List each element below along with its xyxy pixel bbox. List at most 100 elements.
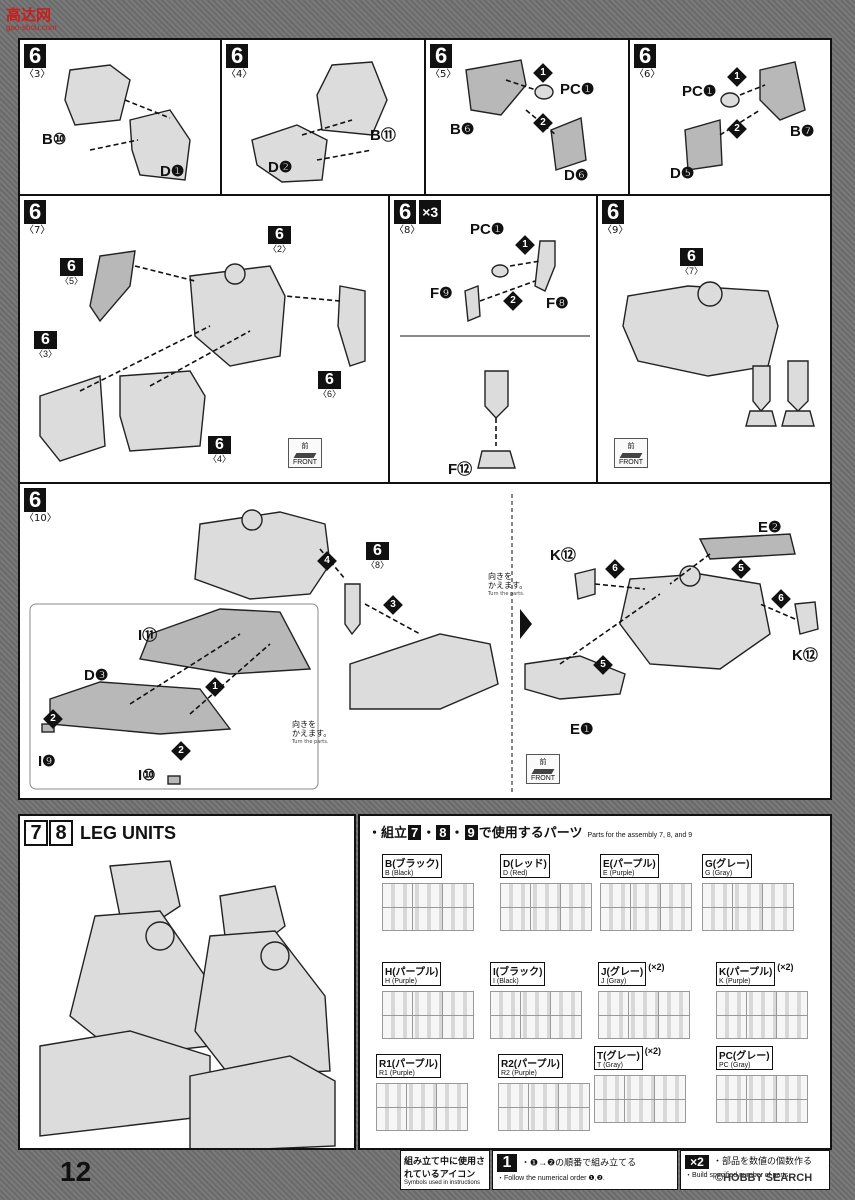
part-label: E❷ [758,519,782,536]
step-order-1: 1 [728,68,746,86]
part-label: B⑩ [42,131,67,148]
part-label: I⑪ [138,627,158,644]
leg-units-title: LEG UNITS [80,822,177,843]
step-order-5: 5 [732,560,750,578]
step-badge: 6〈4〉 [226,43,253,80]
step-badge: 6〈10〉 [24,487,57,524]
step-order-2: 2 [504,292,522,310]
quantity-badge: ×3 [418,200,442,224]
runner-pc: PC(グレー)PC (Gray) [716,1046,812,1123]
step-order-6: 6 [606,560,624,578]
part-label: PC❶ [682,83,717,100]
step-order-1: 1 [534,64,552,82]
runner-b: B(ブラック)B (Black) [382,854,478,931]
step-order-2: 2 [728,120,746,138]
step-6-10-panel: 6〈10〉 6〈8〉 4 3 1 2 [18,482,832,800]
step-6-4-panel: 6〈4〉 B⑪ D❷ [220,38,426,196]
part-label: I⑩ [138,767,156,784]
runner-h: H(パープル)H (Purple) [382,962,478,1039]
part-diagram [64,64,191,181]
part-diagram [684,61,806,171]
ref-badge: 6〈3〉 [34,331,58,359]
step-badge: 6〈7〉 [24,199,51,236]
part-label: B❻ [450,121,475,138]
step-badge: 6〈6〉 [634,43,661,80]
watermark-logo: 高达网 [6,6,52,24]
step-badge: 6〈3〉 [24,43,51,80]
leg-units-illustration [39,860,336,1148]
page-number: 12 [60,1156,92,1187]
hobby-search-logo: ©HOBBY SEARCH [715,1172,813,1184]
runner-d: D(レッド)D (Red) [500,854,596,931]
runner-g: G(グレー)G (Gray) [702,854,798,931]
runner-j: J(グレー)J (Gray)(×2) [598,962,694,1039]
legend-count: ×2・部品を数値の個数作る・Build specified number of … [680,1150,830,1190]
part-label: I❾ [38,753,56,770]
watermark-url: gao-shou.com [6,23,57,32]
part-label: E❶ [570,721,594,738]
turn-note: 向きを かえます。Turn the parts. [292,720,332,745]
step-order-2: 2 [44,710,62,728]
step-order-5: 5 [594,656,612,674]
part-label: B❼ [790,123,815,140]
step-order-6: 6 [772,590,790,608]
part-label: K⑫ [550,547,576,564]
runner-k: K(パープル)K (Purple)(×2) [716,962,812,1039]
step-order-2: 2 [172,742,190,760]
ref-badge: 6〈4〉 [208,436,232,464]
part-label: F❾ [430,285,453,302]
step-badge: 6〈9〉 [602,199,629,236]
body-thruster-diagram [622,281,815,427]
part-diagram [251,61,388,183]
step-badge: 6〈5〉 [430,43,457,80]
runner-t: T(グレー)T (Gray)(×2) [594,1046,690,1123]
thruster-diagram [400,240,590,469]
step-6-6-panel: 6〈6〉 1 2 PC❶ B❼ D❺ [628,38,832,196]
step-order-2: 2 [534,114,552,132]
ref-badge: 6〈5〉 [60,258,84,286]
step-6-5-panel: 6〈5〉 1 2 PC❶ B❻ D❻ [424,38,630,196]
ref-badge: 6〈8〉 [366,542,390,570]
step-badge: 6×3〈8〉 [394,200,442,236]
part-label: D❻ [564,167,589,184]
runner-e: E(パープル)E (Purple) [600,854,696,931]
step-order-4: 4 [318,552,336,570]
part-label: B⑪ [370,127,396,144]
part-label: PC❶ [560,81,595,98]
turn-note: 向きを かえます。Turn the parts. [488,572,528,597]
part-diagram [465,59,587,171]
assembly-diagram [29,494,819,794]
part-label: D❺ [670,165,695,182]
step-6-8-panel: 6×3〈8〉 1 2 PC❶ F❾ F❽ F⑫ [388,194,598,484]
step-order-1: 1 [516,236,534,254]
part-label: D❷ [268,159,293,176]
runner-r2: R2(パープル)R2 (Purple) [498,1054,594,1131]
step-order-3: 3 [384,596,402,614]
step-order-1: 1 [206,678,224,696]
runner-r1: R1(パープル)R1 (Purple) [376,1054,472,1131]
part-label: D❶ [160,163,185,180]
part-label: PC❶ [470,221,505,238]
step-6-3-panel: 6〈3〉 B⑩ D❶ [18,38,222,196]
ref-badge: 6〈2〉 [268,226,292,254]
part-label: D❸ [84,667,109,684]
ref-badge: 6〈6〉 [318,371,342,399]
runner-i: I(ブラック)I (Black) [490,962,586,1039]
ref-badge: 6〈7〉 [680,248,704,276]
legend-order: 1・❶→❷の順番で組み立てる・Follow the numerical orde… [492,1150,678,1190]
body-diagram [39,250,366,462]
part-label: F❽ [546,295,569,312]
part-label: K⑫ [792,647,818,664]
part-label: F⑫ [448,461,473,478]
